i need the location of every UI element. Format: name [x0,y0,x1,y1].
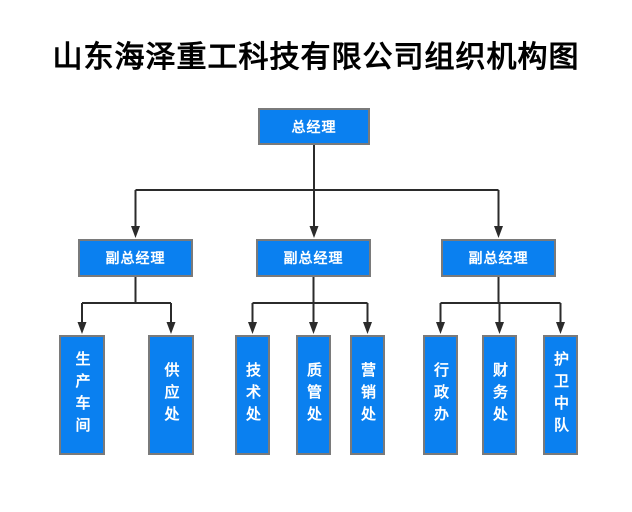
node-label: 副总经理 [468,250,529,266]
node-dept-production-workshop: 生产车间 [59,335,105,455]
node-dept-administration-office: 行政办 [423,335,458,455]
node-deputy-manager-3: 副总经理 [441,239,556,277]
node-label: 技术处 [244,362,261,428]
node-label: 供应处 [162,362,180,428]
node-dept-technology-office: 技术处 [235,335,270,455]
node-label: 护卫中队 [552,351,569,439]
node-deputy-manager-2: 副总经理 [256,239,371,277]
page-title: 山东海泽重工科技有限公司组织机构图 [52,41,580,74]
node-label: 营销处 [359,362,376,428]
node-label: 质管处 [305,362,322,428]
node-deputy-manager-1: 副总经理 [78,239,193,277]
node-dept-finance-office: 财务处 [482,335,517,455]
node-label: 副总经理 [283,250,344,266]
node-general-manager: 总经理 [258,108,370,145]
node-dept-guard-squadron: 护卫中队 [543,335,578,455]
node-dept-marketing-office: 营销处 [350,335,385,455]
node-dept-quality-office: 质管处 [296,335,331,455]
node-dept-supply-office: 供应处 [148,335,194,455]
node-label: 副总经理 [105,250,166,266]
node-label: 生产车间 [73,351,91,439]
node-label: 总经理 [291,118,337,135]
node-label: 行政办 [432,362,449,428]
node-label: 财务处 [491,362,508,428]
